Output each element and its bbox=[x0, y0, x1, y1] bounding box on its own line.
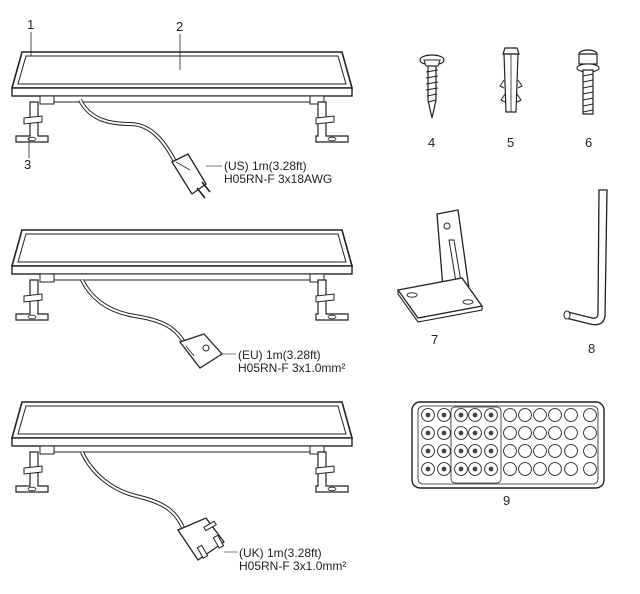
remote-key-mark bbox=[488, 466, 494, 472]
remote-key-mark bbox=[488, 448, 494, 454]
callout-2: 2 bbox=[176, 19, 184, 34]
remote-key-mark bbox=[472, 466, 478, 472]
remote-key-r1-c8 bbox=[533, 408, 547, 422]
eu-plug-caption-line1: (EU) 1m(3.28ft) bbox=[238, 348, 321, 362]
remote-key-mark bbox=[472, 448, 478, 454]
callout-8: 8 bbox=[588, 341, 596, 356]
eu-plug-caption-line2: H05RN-F 3x1.0mm² bbox=[238, 361, 346, 375]
remote-key-r2-c6 bbox=[503, 426, 517, 440]
remote-key-mark bbox=[441, 412, 447, 418]
remote-key-mark bbox=[441, 448, 447, 454]
remote-key-r4-c8 bbox=[533, 462, 547, 476]
remote-key-mark bbox=[458, 466, 464, 472]
remote-key-mark bbox=[441, 466, 447, 472]
remote-key-r4-c10 bbox=[564, 462, 578, 476]
us-plug-caption: (US) 1m(3.28ft) H05RN-F 3x18AWG bbox=[224, 160, 332, 186]
wood-screw-icon bbox=[419, 54, 445, 119]
remote-key-mark bbox=[425, 448, 431, 454]
remote-key-mark bbox=[472, 430, 478, 436]
remote-key-mark bbox=[458, 448, 464, 454]
power-cable-eu bbox=[80, 279, 188, 347]
callout-9: 9 bbox=[503, 493, 511, 508]
eu-plug-caption: (EU) 1m(3.28ft) H05RN-F 3x1.0mm² bbox=[238, 349, 345, 375]
remote-key-r4-c9 bbox=[548, 462, 562, 476]
uk-plug-icon bbox=[177, 517, 225, 561]
remote-key-r3-c10 bbox=[564, 444, 578, 458]
remote-key-r1-c10 bbox=[564, 408, 578, 422]
remote-key-r2-c8 bbox=[533, 426, 547, 440]
remote-control-icon bbox=[411, 401, 605, 489]
power-cable-us bbox=[78, 99, 180, 169]
remote-key-mark bbox=[472, 412, 478, 418]
remote-key-r2-c7 bbox=[518, 426, 532, 440]
uk-plug-caption-line2: H05RN-F 3x1.0mm² bbox=[239, 559, 347, 573]
remote-key-r2-c10 bbox=[564, 426, 578, 440]
us-plug-icon bbox=[171, 153, 211, 199]
remote-key-r3-c6 bbox=[503, 444, 517, 458]
remote-key-mark bbox=[488, 412, 494, 418]
remote-key-r3-c7 bbox=[518, 444, 532, 458]
remote-key-r1-c6 bbox=[503, 408, 517, 422]
remote-key-r3-c8 bbox=[533, 444, 547, 458]
callout-3: 3 bbox=[24, 157, 32, 172]
machine-screw-icon bbox=[576, 49, 600, 115]
remote-key-mark bbox=[441, 430, 447, 436]
power-cable-uk bbox=[80, 451, 186, 531]
remote-key-mark bbox=[425, 466, 431, 472]
remote-key-r3-c9 bbox=[548, 444, 562, 458]
eu-plug-icon bbox=[178, 333, 223, 369]
remote-key-r4-c7 bbox=[518, 462, 532, 476]
callout-6: 6 bbox=[585, 135, 593, 150]
led-bar-eu bbox=[11, 229, 353, 321]
led-bar-us bbox=[11, 51, 353, 143]
remote-key-mark bbox=[425, 412, 431, 418]
callout-7: 7 bbox=[431, 332, 439, 347]
callout-5: 5 bbox=[507, 135, 515, 150]
uk-plug-caption: (UK) 1m(3.28ft) H05RN-F 3x1.0mm² bbox=[239, 547, 346, 573]
led-bar-uk bbox=[11, 401, 353, 493]
mounting-bracket-icon bbox=[396, 209, 484, 323]
remote-key-r1-c9 bbox=[548, 408, 562, 422]
uk-plug-caption-line1: (UK) 1m(3.28ft) bbox=[239, 546, 322, 560]
remote-key-mark bbox=[488, 430, 494, 436]
remote-key-r1-c7 bbox=[518, 408, 532, 422]
callout-4: 4 bbox=[428, 135, 436, 150]
remote-key-mark bbox=[458, 412, 464, 418]
hex-key-icon bbox=[563, 189, 608, 326]
remote-key-r4-c11 bbox=[583, 462, 597, 476]
callout-1: 1 bbox=[27, 17, 35, 32]
remote-key-r1-c11 bbox=[583, 408, 597, 422]
remote-key-r2-c9 bbox=[548, 426, 562, 440]
remote-key-r2-c11 bbox=[583, 426, 597, 440]
remote-key-mark bbox=[425, 430, 431, 436]
us-plug-caption-line2: H05RN-F 3x18AWG bbox=[224, 172, 333, 186]
wall-anchor-icon bbox=[499, 47, 523, 113]
us-plug-caption-line1: (US) 1m(3.28ft) bbox=[224, 159, 307, 173]
remote-key-r4-c6 bbox=[503, 462, 517, 476]
remote-key-r3-c11 bbox=[583, 444, 597, 458]
remote-key-mark bbox=[458, 430, 464, 436]
